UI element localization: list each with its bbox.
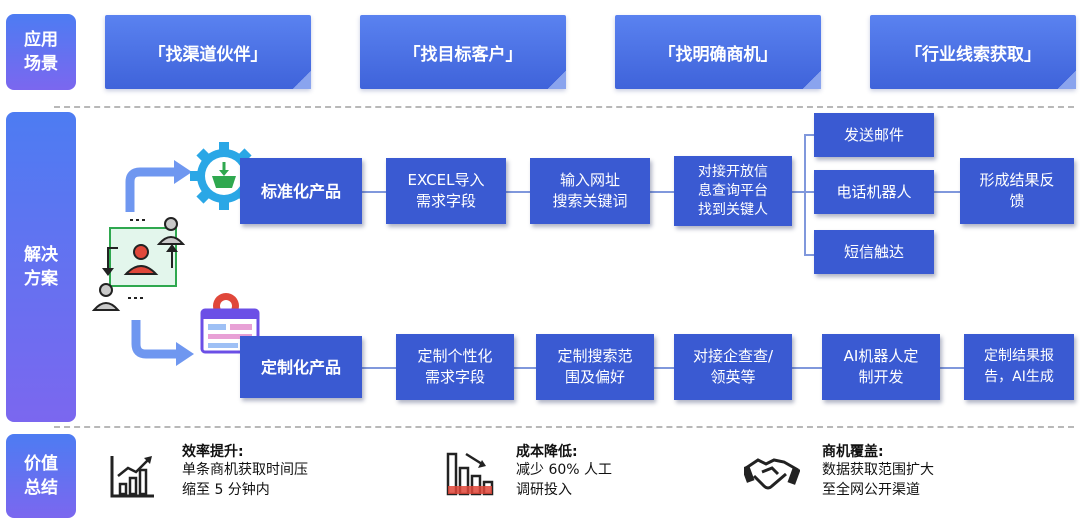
scenario-clear-opportunity: 「找明确商机」 [615, 15, 821, 89]
scenario-channel-partner: 「找渠道伙伴」 [105, 15, 311, 89]
channel-sms-box: 短信触达 [814, 230, 934, 274]
standard-step-excel-import: EXCEL导入 需求字段 [386, 158, 506, 224]
value-line: 至全网公开渠道 [822, 482, 920, 498]
step-label: 定制搜索范 围及偏好 [557, 347, 633, 386]
gear-basket-icon [190, 142, 258, 210]
side-label-value: 价值 总结 [6, 434, 76, 518]
connector [506, 191, 530, 193]
connector [792, 191, 814, 193]
side-label-line: 解决 [24, 245, 58, 265]
step-label: AI机器人定 制开发 [843, 347, 919, 386]
connector [792, 367, 822, 369]
side-label-line: 应用 [24, 30, 58, 50]
custom-step-qichacha-linkedin: 对接企查查/ 领英等 [674, 334, 792, 400]
step-label: 定制个性化 需求字段 [417, 347, 493, 386]
value-cost-text: 减少 60% 人工 调研投入 [516, 460, 612, 500]
connector [804, 134, 806, 254]
connector [362, 191, 386, 193]
web-page-gear-icon [200, 293, 260, 354]
value-efficiency-text: 单条商机获取时间压 缩至 5 分钟内 [182, 460, 308, 500]
custom-step-fields: 定制个性化 需求字段 [396, 334, 514, 400]
connector [804, 254, 814, 256]
channel-label: 电话机器人 [836, 182, 912, 201]
value-coverage-text: 数据获取范围扩大 至全网公开渠道 [822, 460, 934, 500]
value-line: 缩至 5 分钟内 [182, 482, 270, 498]
handshake-icon [744, 458, 800, 490]
channel-phone-robot-box: 电话机器人 [814, 170, 934, 214]
connector [804, 134, 814, 136]
scenario-label: 「找渠道伙伴」 [148, 44, 268, 65]
bar-growth-icon [110, 456, 154, 498]
value-line: 减少 60% 人工 [516, 462, 613, 478]
scenario-label: 「找明确商机」 [658, 44, 778, 65]
custom-product-box: 定制化产品 [240, 336, 362, 398]
side-label-line: 价值 [24, 454, 58, 474]
scenario-target-customer: 「找目标客户」 [360, 15, 566, 89]
side-label-line: 总结 [24, 478, 58, 498]
connector [940, 367, 964, 369]
value-cost-title: 成本降低: [516, 444, 578, 460]
channel-email-box: 发送邮件 [814, 113, 934, 157]
step-label: 对接开放信 息查询平台 找到关键人 [698, 163, 768, 218]
channel-label: 短信触达 [843, 242, 904, 261]
bar-decline-icon [446, 452, 494, 496]
scenario-label: 「找目标客户」 [403, 44, 523, 65]
value-line: 调研投入 [516, 482, 572, 498]
channel-label: 发送邮件 [843, 125, 904, 144]
side-label-line: 方案 [24, 269, 58, 289]
custom-result-box: 定制结果报 告，AI生成 [964, 334, 1074, 400]
connector [650, 191, 674, 193]
standard-product-box: 标准化产品 [240, 158, 362, 224]
scenario-label: 「行业线索获取」 [905, 44, 1041, 65]
side-label-solution: 解决 方案 [6, 112, 76, 422]
side-label-line: 场景 [24, 54, 58, 74]
standard-step-url-keyword: 输入网址 搜索关键词 [530, 158, 650, 224]
scenario-industry-leads: 「行业线索获取」 [870, 15, 1076, 89]
custom-step-search-scope: 定制搜索范 围及偏好 [536, 334, 654, 400]
step-label: 定制结果报 告，AI生成 [984, 348, 1054, 385]
step-label: EXCEL导入 需求字段 [407, 171, 485, 210]
value-line: 数据获取范围扩大 [822, 462, 934, 478]
value-coverage-title: 商机覆盖: [822, 444, 884, 460]
value-efficiency-title: 效率提升: [182, 444, 244, 460]
step-label: 对接企查查/ 领英等 [692, 347, 774, 386]
value-line: 单条商机获取时间压 [182, 462, 308, 478]
custom-product-label: 定制化产品 [260, 357, 341, 377]
side-label-scenario: 应用 场景 [6, 14, 76, 90]
connector [362, 367, 396, 369]
standard-result-box: 形成结果反 馈 [960, 158, 1074, 224]
standard-step-open-platform: 对接开放信 息查询平台 找到关键人 [674, 156, 792, 226]
step-label: 输入网址 搜索关键词 [552, 171, 628, 210]
connector [654, 367, 674, 369]
divider-bottom [54, 426, 1074, 428]
user-cycle-illustration [91, 160, 194, 366]
divider-top [54, 106, 1074, 108]
custom-step-ai-robot: AI机器人定 制开发 [822, 334, 940, 400]
connector [934, 191, 960, 193]
standard-product-label: 标准化产品 [260, 181, 341, 201]
connector [514, 367, 536, 369]
result-label: 形成结果反 馈 [979, 171, 1055, 210]
